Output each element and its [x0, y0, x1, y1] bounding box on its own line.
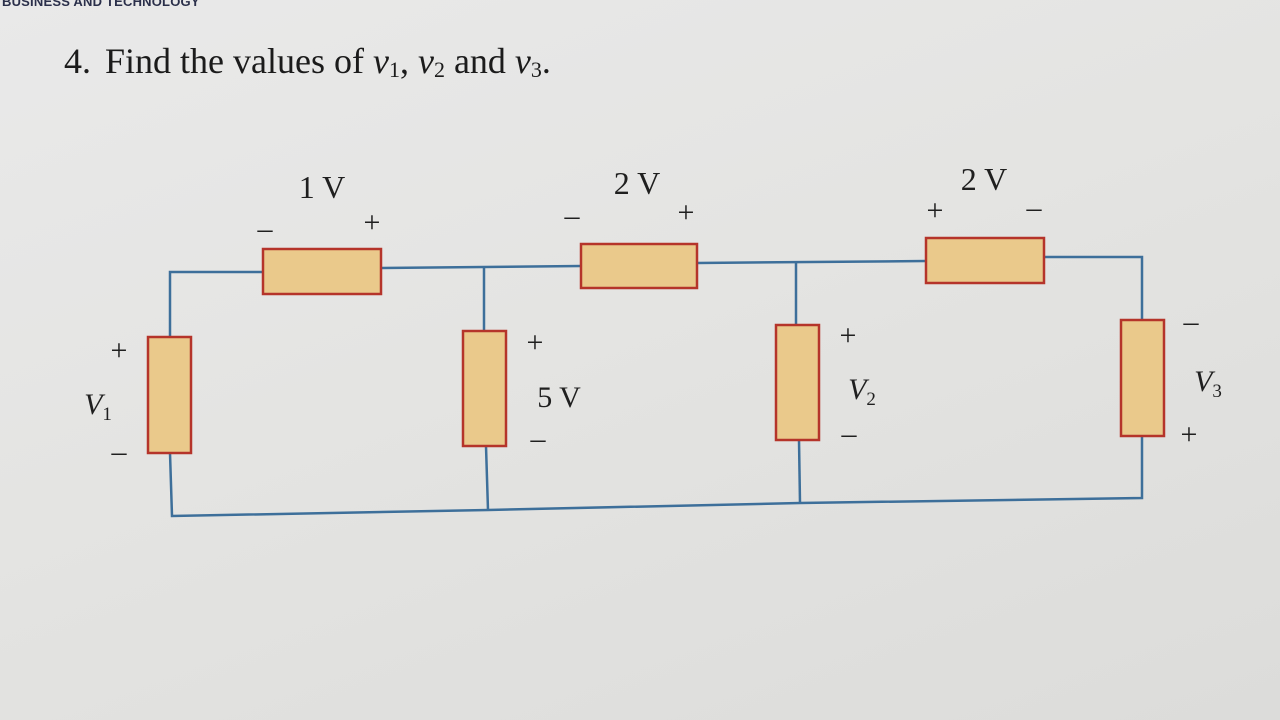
question-sep2: and — [444, 41, 515, 81]
v3-neg-sign: – — [1183, 305, 1200, 338]
v1-neg-sign: – — [111, 435, 128, 468]
top2-value-label: 2 V — [614, 165, 661, 201]
top2-pos-sign: + — [678, 196, 695, 229]
top1-neg-sign: – — [257, 212, 274, 245]
question-sep1: , — [399, 41, 418, 81]
wire-top-2-3 — [696, 259, 927, 265]
element-mid1 — [461, 329, 508, 448]
top1-value-label: 1 V — [299, 169, 346, 205]
top1-pos-sign: + — [364, 206, 381, 239]
top3-neg-sign: – — [1026, 191, 1043, 224]
element-v1 — [146, 335, 193, 455]
question-prefix: Find the values of — [105, 41, 373, 81]
mid1-neg-sign: – — [530, 422, 547, 455]
v2-var-label: V2 — [848, 373, 876, 410]
question-text: 4.Find the values of v1, v2 and v3. — [64, 40, 551, 83]
v3-var-sub: 3 — [1212, 381, 1222, 402]
v1-var-letter: V — [84, 388, 106, 421]
wire-top-1-2 — [380, 264, 582, 270]
header-text: BUSINESS AND TECHNOLOGY — [2, 0, 200, 8]
wire-right-top — [1044, 255, 1144, 320]
question-number: 4. — [64, 41, 91, 81]
var-v1-sub: 1 — [388, 57, 400, 82]
mid1-value-label: 5 V — [537, 381, 581, 414]
var-v3-sub: 3 — [530, 57, 542, 82]
v2-neg-sign: – — [841, 417, 858, 450]
element-top3 — [924, 236, 1046, 285]
var-v2-sub: 2 — [433, 57, 445, 82]
element-top2 — [579, 242, 699, 290]
element-v2 — [774, 323, 821, 442]
header-strip: BUSINESS AND TECHNOLOGY — [0, 0, 240, 8]
wires — [168, 255, 1144, 518]
v1-var-label: V1 — [84, 388, 112, 425]
wire-rise-mid1 — [484, 445, 490, 511]
v2-var-letter: V — [848, 373, 870, 406]
top3-value-label: 2 V — [961, 161, 1008, 197]
v2-var-sub: 2 — [866, 389, 876, 410]
wire-rise-v2 — [797, 439, 802, 504]
var-v3: v — [514, 41, 531, 81]
wire-bottom — [168, 436, 1144, 518]
top3-pos-sign: + — [927, 194, 944, 227]
question-suffix: . — [541, 41, 551, 81]
v3-var-letter: V — [1194, 365, 1216, 398]
element-v3 — [1119, 318, 1166, 438]
v3-var-label: V3 — [1194, 365, 1222, 402]
element-top1 — [261, 247, 383, 296]
v1-pos-sign: + — [111, 334, 128, 367]
v3-pos-sign: + — [1181, 418, 1198, 451]
v1-var-sub: 1 — [102, 404, 112, 425]
var-v1: v — [372, 41, 389, 81]
v2-pos-sign: + — [840, 319, 857, 352]
var-v2: v — [417, 41, 434, 81]
top2-neg-sign: – — [564, 199, 581, 232]
wire-left-top — [168, 270, 263, 337]
mid1-pos-sign: + — [527, 326, 544, 359]
